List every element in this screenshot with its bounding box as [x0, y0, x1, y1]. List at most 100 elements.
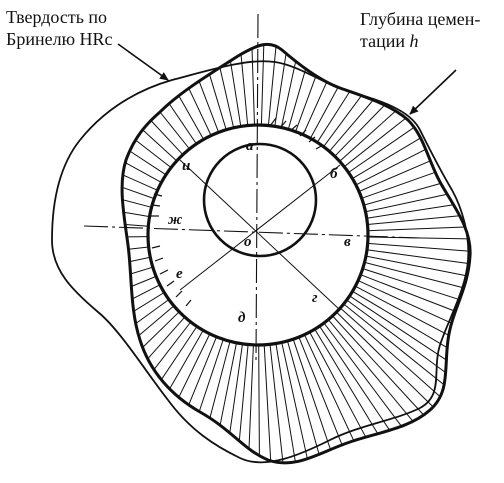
hatch-line: [332, 315, 425, 416]
hatch-line: [131, 275, 157, 287]
hatch-line: [346, 299, 446, 374]
hatch-line: [147, 316, 186, 360]
hatch-line: [295, 75, 317, 132]
hatch-line: [323, 322, 402, 427]
hatch-line: [132, 284, 161, 300]
hatch-line: [309, 87, 339, 139]
hatch-line: [248, 344, 254, 449]
hatch-line: [363, 182, 441, 206]
case-depth-curve: [120, 42, 472, 465]
hatch-line: [198, 81, 220, 133]
hatch-line: [287, 340, 320, 455]
hatch-line: [258, 344, 260, 456]
hatch-line: [361, 171, 436, 199]
case-depth-label: Глубина цемен- тации h: [360, 8, 480, 52]
hatch-line: [281, 342, 308, 459]
hatch-line: [153, 321, 192, 370]
hatch-line: [357, 280, 452, 324]
hatch-line: [349, 295, 447, 361]
hatch-line: [339, 110, 396, 162]
hardness-label-line-2: Бринелю HRc: [6, 29, 113, 49]
hatch-line: [360, 274, 456, 312]
hatch-line: [121, 186, 155, 200]
hatch-line: [142, 311, 180, 348]
hatch-line: [238, 344, 249, 442]
hatch-line: [334, 104, 385, 157]
hatch-line: [292, 339, 331, 450]
case-depth-variable: h: [409, 31, 419, 51]
case-depth-label-line-2: тации h: [360, 30, 480, 52]
case-depth-label-text: тации: [360, 31, 410, 51]
hardness-label-line-1: Твердость по: [6, 7, 108, 27]
hatch-line: [365, 193, 448, 213]
hatch-line: [159, 111, 190, 150]
hardness-arrow: [117, 43, 169, 81]
diagonal-line-i-g: [179, 159, 341, 311]
hatch-line: [251, 48, 255, 126]
hatch-line: [178, 333, 211, 398]
hatch-line: [178, 95, 205, 140]
hatch-line: [269, 344, 284, 463]
hatch-line: [128, 246, 149, 250]
point-label-a: а: [246, 138, 254, 154]
hatch-line: [367, 215, 460, 225]
inner-circle: [202, 142, 318, 258]
core-arc-hatching: [151, 117, 324, 307]
hatch-line: [125, 224, 149, 227]
hatch-line: [209, 74, 227, 130]
hatch-line: [168, 103, 197, 145]
hatch-line: [309, 331, 367, 438]
hatch-line: [366, 204, 454, 219]
hatch-line: [219, 67, 235, 128]
hatch-line: [314, 328, 379, 435]
hatch-line: [274, 53, 287, 127]
hatch-line: [352, 137, 421, 180]
hatch-line: [329, 99, 374, 152]
horizontal-centre-line: [83, 225, 421, 239]
hatch-line: [355, 148, 426, 186]
hatch-line: [365, 255, 468, 277]
hatch-line: [298, 336, 343, 446]
hatch-line: [123, 211, 150, 218]
hatch-line: [129, 256, 151, 263]
hatch-line: [133, 292, 165, 312]
vertical-centre-line: [255, 13, 259, 361]
hatch-line: [142, 129, 178, 162]
hatch-line: [138, 305, 175, 337]
hatch-line: [348, 126, 415, 173]
point-label-e: е: [176, 266, 183, 282]
hatch-line: [129, 150, 167, 176]
hatch-line: [124, 162, 162, 183]
hatch-line: [263, 344, 272, 461]
hatch-line: [122, 174, 158, 191]
hatch-line: [209, 341, 231, 419]
hatch-line: [135, 139, 172, 168]
hatch-line: [343, 117, 407, 168]
hatch-line: [366, 249, 470, 265]
hatch-line: [302, 81, 328, 135]
point-label-g: г: [312, 290, 318, 306]
diagonal-line-b-e: [179, 164, 341, 291]
hatch-line: [323, 95, 362, 147]
hatch-line: [135, 299, 170, 325]
hatch-line: [169, 330, 204, 390]
hardened-layer-hatching: [121, 44, 471, 463]
hatch-line: [150, 120, 184, 156]
point-label-d: д: [238, 310, 246, 326]
hatch-line: [219, 342, 237, 426]
point-label-b: б: [330, 166, 338, 182]
hatch-line: [367, 226, 465, 232]
hatch-line: [188, 336, 217, 406]
hatch-line: [336, 311, 434, 408]
hatch-line: [358, 160, 431, 192]
hatch-line: [362, 268, 460, 301]
hardness-label: Твердость по Бринелю HRc: [6, 6, 113, 50]
hatch-line: [364, 261, 464, 289]
hatch-line: [316, 91, 351, 143]
point-label-i: и: [182, 158, 190, 174]
hatch-line: [188, 88, 212, 136]
hardness-profile-curve: [51, 60, 470, 464]
hatch-line: [327, 319, 414, 422]
hatch-line: [229, 60, 242, 127]
